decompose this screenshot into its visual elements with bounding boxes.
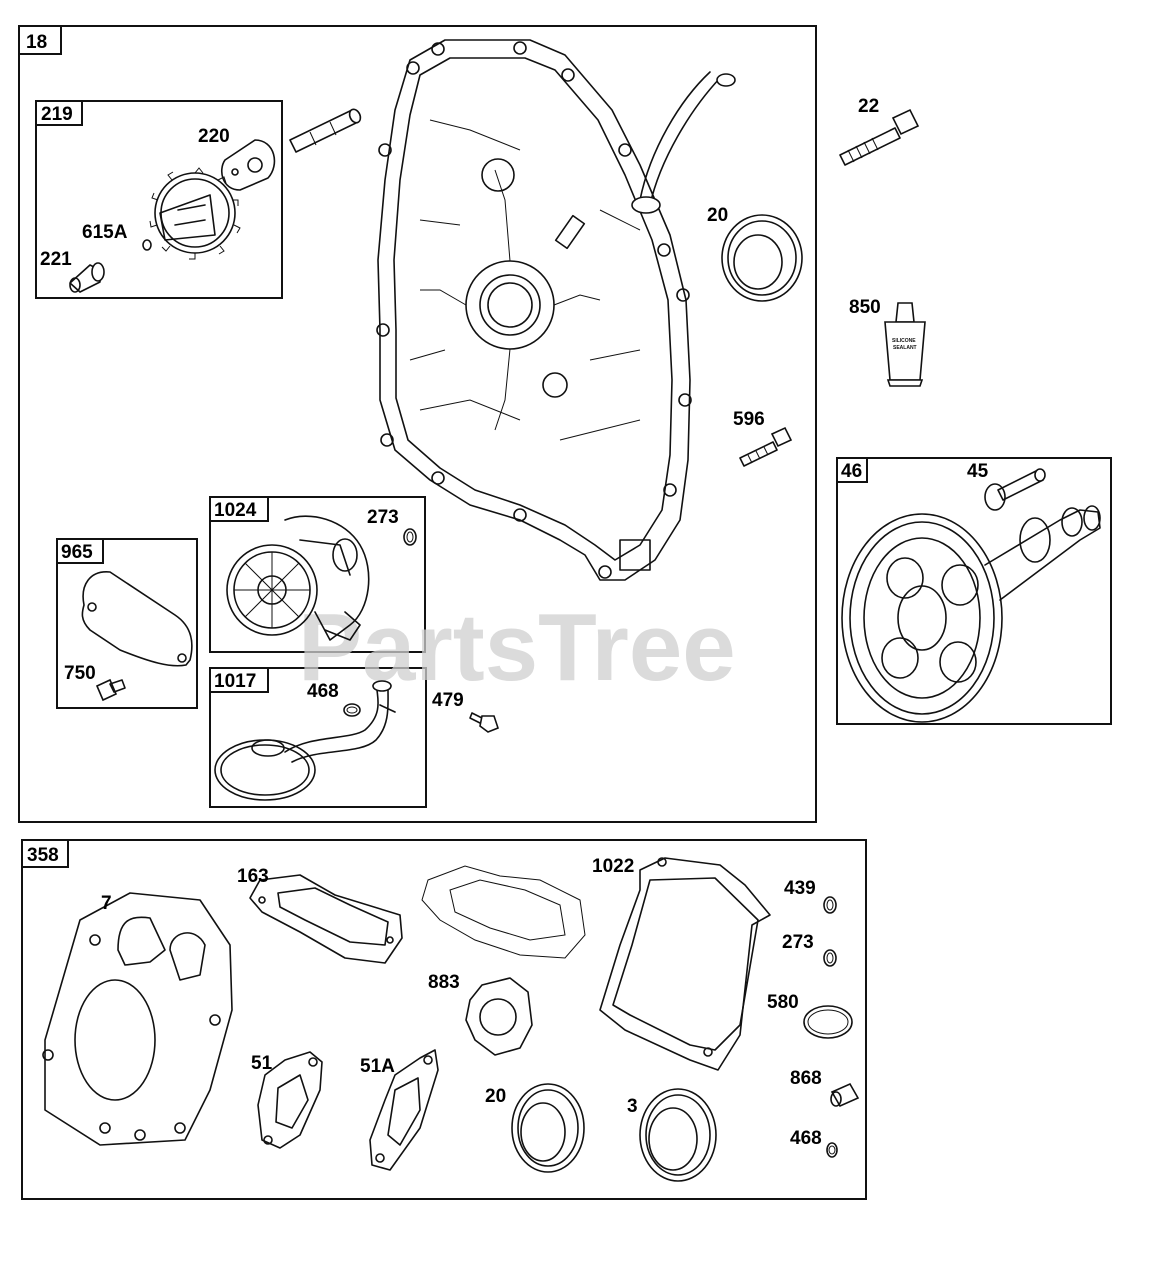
sealant-tube-line2: SEALANT <box>893 345 917 351</box>
governor-cup-220-drawing <box>221 139 276 191</box>
watermark-text: PartsTree <box>298 594 736 701</box>
callout-479[interactable]: 479 <box>432 690 464 711</box>
ring-615A-drawing <box>142 239 152 251</box>
callout-51A[interactable]: 51A <box>360 1056 395 1077</box>
bolt-596-drawing <box>739 426 793 467</box>
oil-seal-20-top-drawing <box>721 214 803 302</box>
oil-pump-1024-drawing <box>226 515 370 641</box>
group-1017-frame: 1017 <box>209 667 427 808</box>
callout-1022[interactable]: 1022 <box>592 856 634 877</box>
group-1024-frame: 1024 <box>209 496 426 653</box>
callout-439[interactable]: 439 <box>784 878 816 899</box>
callout-273-top[interactable]: 273 <box>367 507 399 528</box>
callout-20-top[interactable]: 20 <box>707 205 728 226</box>
sealant-tube-850-drawing: SILICONE SEALANT <box>884 302 926 387</box>
callout-468-top[interactable]: 468 <box>307 681 339 702</box>
group-1017-label[interactable]: 1017 <box>214 671 256 692</box>
dowel-pin-drawing <box>289 108 362 153</box>
shaft-221-drawing <box>69 262 105 293</box>
gasket-883-drawing <box>465 977 533 1056</box>
cylinder-head-gasket-7-drawing <box>42 892 233 1146</box>
oil-seal-20-bottom-drawing <box>511 1083 585 1173</box>
callout-883[interactable]: 883 <box>428 972 460 993</box>
o-ring-580-drawing <box>803 1005 853 1039</box>
group-219-frame: 219 <box>35 100 283 299</box>
crankcase-cover-drawing <box>376 39 736 581</box>
group-46-frame: 46 <box>836 457 1112 725</box>
oil-pickup-1017-drawing <box>214 680 396 801</box>
gasket-51-drawing <box>257 1051 323 1149</box>
group-358-label[interactable]: 358 <box>27 845 59 866</box>
group-965-label[interactable]: 965 <box>61 542 93 563</box>
sealant-tube-line1: SILICONE <box>892 338 916 344</box>
callout-273-bottom[interactable]: 273 <box>782 932 814 953</box>
valve-lifter-45-drawing <box>984 468 1046 511</box>
group-219-label[interactable]: 219 <box>41 104 73 125</box>
gasket-965-drawing <box>81 571 193 667</box>
oil-seal-3-drawing <box>639 1088 717 1182</box>
gasket-center-drawing <box>421 865 586 959</box>
callout-596[interactable]: 596 <box>733 409 765 430</box>
camshaft-46-drawing <box>841 505 1101 723</box>
callout-850[interactable]: 850 <box>849 297 881 318</box>
o-ring-468-top-drawing <box>343 703 361 717</box>
callout-163[interactable]: 163 <box>237 866 269 887</box>
callout-750[interactable]: 750 <box>64 663 96 684</box>
callout-221[interactable]: 221 <box>40 249 72 270</box>
group-18-label[interactable]: 18 <box>26 32 47 53</box>
bolt-750-drawing <box>95 678 126 702</box>
o-ring-273-top-drawing <box>403 528 417 546</box>
group-358-frame: 358 <box>21 839 867 1200</box>
callout-20-bottom[interactable]: 20 <box>485 1086 506 1107</box>
callout-615A[interactable]: 615A <box>82 222 128 243</box>
gasket-163-drawing <box>249 874 403 964</box>
o-ring-439-drawing <box>823 896 837 914</box>
callout-7[interactable]: 7 <box>101 893 112 914</box>
o-ring-273-bottom-drawing <box>823 949 837 967</box>
callout-468-bottom[interactable]: 468 <box>790 1128 822 1149</box>
group-965-frame: 965 <box>56 538 198 709</box>
gasket-1022-drawing <box>599 857 771 1071</box>
o-ring-468-bottom-drawing <box>826 1142 838 1158</box>
callout-51[interactable]: 51 <box>251 1053 273 1074</box>
gasket-51A-drawing <box>369 1049 439 1171</box>
callout-868[interactable]: 868 <box>790 1068 822 1089</box>
group-1024-label[interactable]: 1024 <box>214 500 257 521</box>
governor-gear-drawing <box>149 167 241 260</box>
callout-45[interactable]: 45 <box>967 461 989 482</box>
group-18-frame: 18 <box>18 25 817 823</box>
callout-3[interactable]: 3 <box>627 1096 638 1117</box>
sleeve-868-drawing <box>830 1082 860 1108</box>
callout-22[interactable]: 22 <box>858 96 879 117</box>
bolt-22-drawing <box>839 108 920 166</box>
callout-580[interactable]: 580 <box>767 992 799 1013</box>
callout-220[interactable]: 220 <box>198 126 230 147</box>
group-46-label[interactable]: 46 <box>841 461 862 482</box>
bolt-479-drawing <box>469 712 499 733</box>
